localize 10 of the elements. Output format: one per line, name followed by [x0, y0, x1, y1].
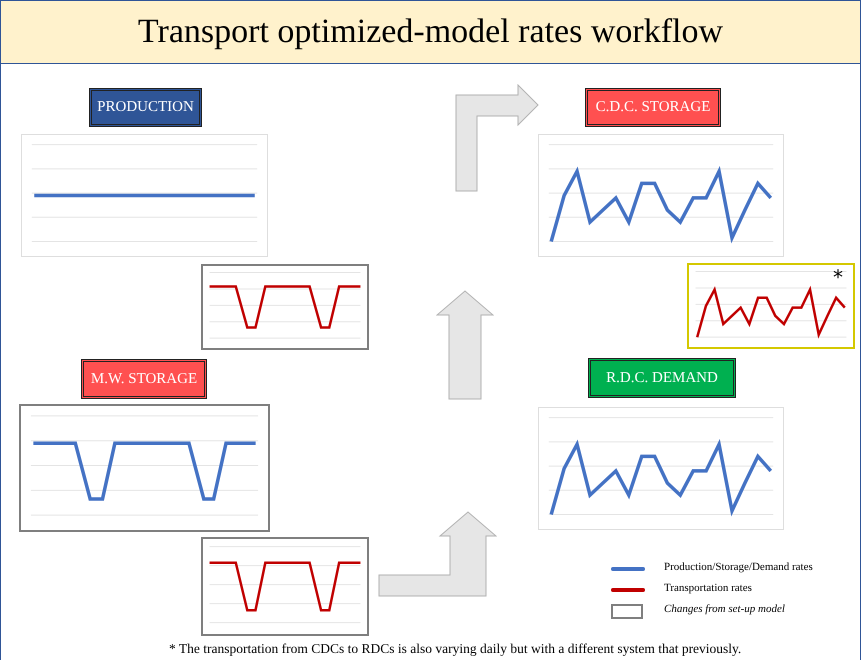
chart-title-label: C.D.C. STORAGE [585, 88, 721, 127]
legend-text: Production/Storage/Demand rates [664, 561, 813, 573]
chart-title-label: PRODUCTION [89, 88, 202, 127]
chart-title-label: R.D.C. DEMAND [588, 358, 736, 398]
legend-text: Transportation rates [664, 582, 752, 594]
title: Transport optimized-model rates workflow [136, 13, 724, 51]
footnote: * The transportation from CDCs to RDCs is also varying daily but with a different system that previously. [169, 641, 742, 657]
footnote-mark: * [833, 265, 843, 289]
chart-title-label: M.W. STORAGE [81, 359, 207, 399]
legend-text: Changes from set-up model [664, 603, 785, 615]
